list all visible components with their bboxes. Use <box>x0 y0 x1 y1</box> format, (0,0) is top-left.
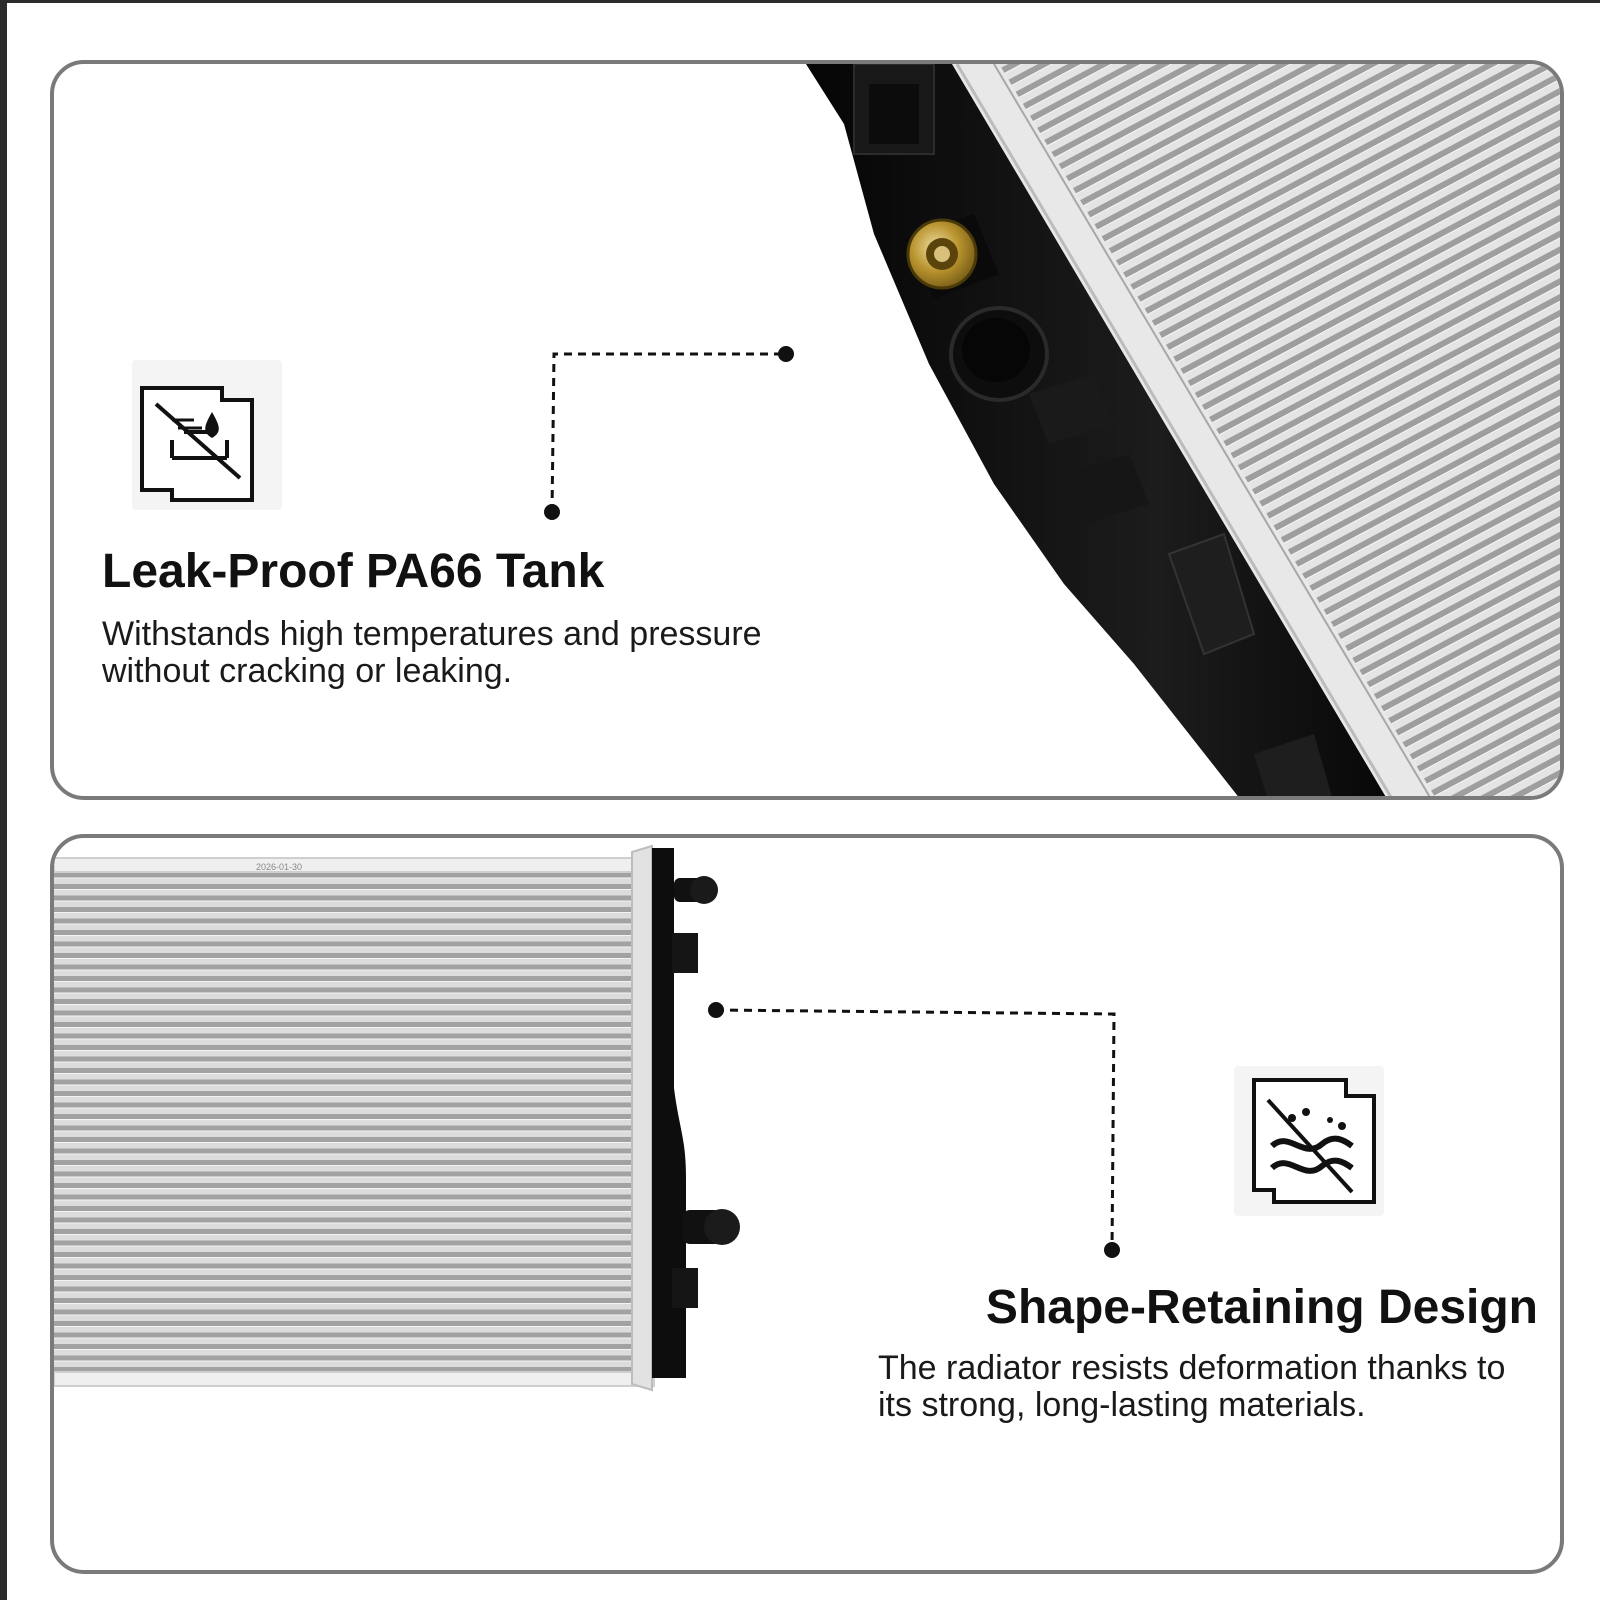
feature-description: Withstands high temperatures and pressur… <box>102 615 762 690</box>
feature-panel-shape-retaining: 2026-01-30 Shape-Retaining Design The ra… <box>50 834 1564 1574</box>
frame-left-edge <box>0 0 7 1600</box>
frame-top-edge <box>0 0 1600 3</box>
date-stamp: 2026-01-30 <box>256 862 303 872</box>
feature-title: Shape-Retaining Design <box>985 1281 1538 1334</box>
leak-proof-icon <box>132 360 282 510</box>
radiator-front-image <box>54 844 1120 1392</box>
feature-description: The radiator resists deformation thanks … <box>878 1349 1506 1424</box>
anti-deformation-icon <box>1234 1066 1384 1216</box>
feature-title: Leak-Proof PA66 Tank <box>102 545 605 598</box>
radiator-closeup-image <box>544 64 1560 796</box>
feature-panel-leak-proof: Leak-Proof PA66 Tank Withstands high tem… <box>50 60 1564 800</box>
